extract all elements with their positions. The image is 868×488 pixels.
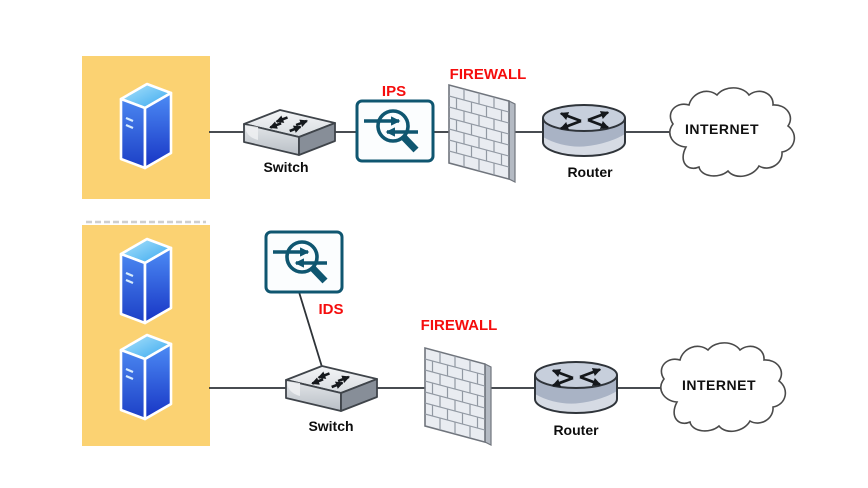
bottom-topology: IDS FIREWALL Switch Router INTERNET bbox=[82, 220, 787, 446]
ids-tap-line bbox=[298, 291, 323, 368]
router-icon bbox=[543, 105, 625, 156]
server-icon bbox=[119, 333, 173, 421]
switch-icon bbox=[286, 366, 377, 411]
top-topology: IPS FIREWALL Switch Router INTERNET bbox=[82, 56, 796, 199]
ids-appliance-icon bbox=[266, 232, 342, 292]
ips-label: IPS bbox=[382, 83, 406, 100]
internet-label: INTERNET bbox=[682, 377, 756, 393]
server-icon bbox=[119, 237, 173, 325]
firewall-icon bbox=[424, 347, 492, 446]
server-icon bbox=[119, 82, 173, 170]
switch-label: Switch bbox=[308, 418, 353, 434]
ips-appliance-icon bbox=[357, 101, 433, 161]
switch-icon bbox=[244, 110, 335, 155]
router-label: Router bbox=[553, 422, 599, 438]
firewall-icon bbox=[448, 84, 516, 183]
router-icon bbox=[535, 362, 617, 413]
firewall-label: FIREWALL bbox=[421, 317, 498, 334]
switch-label: Switch bbox=[263, 159, 308, 175]
router-label: Router bbox=[567, 164, 613, 180]
firewall-label: FIREWALL bbox=[450, 66, 527, 83]
ids-label: IDS bbox=[318, 301, 343, 318]
internet-label: INTERNET bbox=[685, 121, 759, 137]
